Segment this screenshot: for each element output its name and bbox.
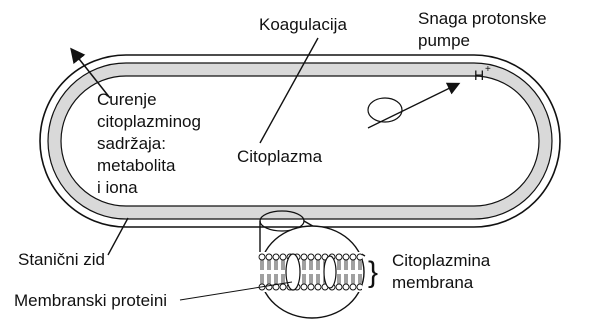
lipid-head bbox=[273, 254, 279, 260]
lipid-head bbox=[315, 254, 321, 260]
lipid-head bbox=[336, 254, 342, 260]
label-h-plus-sup: + bbox=[485, 64, 491, 75]
label-curenje-3: sadržaja: bbox=[97, 134, 166, 153]
label-curenje-2: citoplazminog bbox=[97, 112, 201, 131]
label-citoplazmina-1: Citoplazmina bbox=[392, 251, 491, 270]
lipid-head bbox=[343, 254, 349, 260]
lipid-head bbox=[343, 284, 349, 290]
lipid-head bbox=[301, 254, 307, 260]
lipid-head bbox=[266, 254, 272, 260]
membrane-brace: } bbox=[368, 256, 378, 289]
label-curenje-4: metabolita bbox=[97, 156, 176, 175]
label-curenje-5: i iona bbox=[97, 178, 138, 197]
proton-pump-circle bbox=[368, 98, 402, 122]
label-h-plus: H bbox=[474, 67, 484, 83]
label-citoplazmina-2: membrana bbox=[392, 273, 474, 292]
membrane-magnifier bbox=[258, 226, 364, 318]
lipid-bilayer bbox=[258, 252, 363, 292]
lipid-head bbox=[350, 254, 356, 260]
label-stanicni-zid: Stanični zid bbox=[18, 250, 105, 269]
lipid-head bbox=[301, 284, 307, 290]
lipid-head bbox=[308, 254, 314, 260]
lipid-head bbox=[350, 284, 356, 290]
label-citoplazma: Citoplazma bbox=[237, 147, 323, 166]
label-snaga-line1: Snaga protonske bbox=[418, 9, 547, 28]
lipid-head bbox=[336, 284, 342, 290]
membrane-protein-2 bbox=[324, 256, 336, 288]
lipid-head bbox=[315, 284, 321, 290]
lipid-head bbox=[259, 254, 265, 260]
lipid-head bbox=[308, 284, 314, 290]
label-koagulacija: Koagulacija bbox=[259, 15, 347, 34]
lipid-head bbox=[280, 284, 286, 290]
label-curenje-1: Curenje bbox=[97, 90, 157, 109]
label-snaga-line2: pumpe bbox=[418, 31, 470, 50]
lipid-head bbox=[280, 254, 286, 260]
label-membranski-proteini: Membranski proteini bbox=[14, 291, 167, 310]
membrane-protein-1 bbox=[286, 254, 300, 290]
